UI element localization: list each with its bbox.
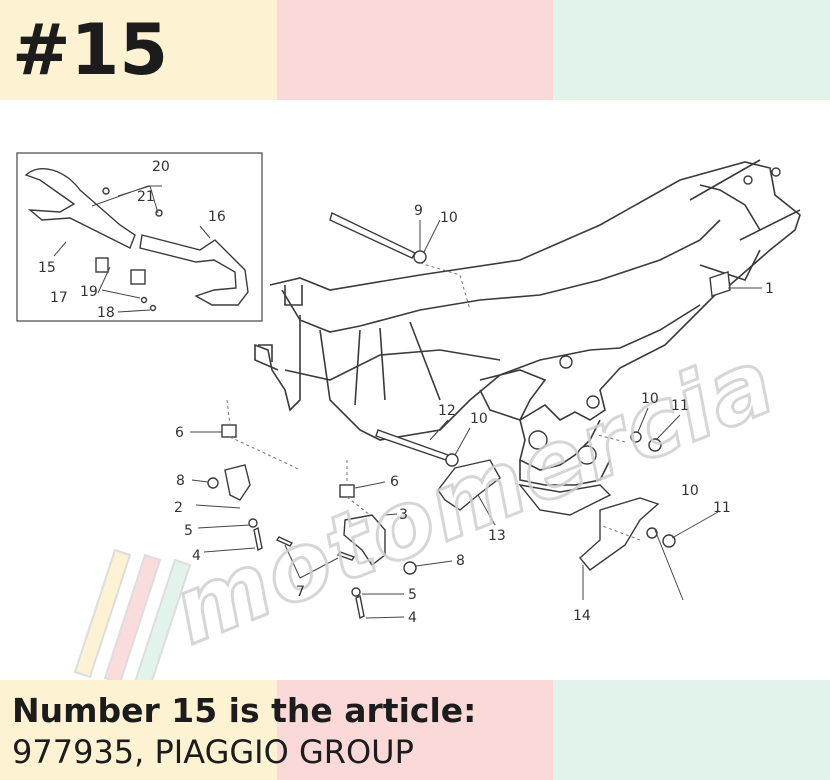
caption-article-number: 977935, PIAGGIO GROUP xyxy=(12,733,414,771)
band-pink xyxy=(277,0,553,100)
footer-color-band xyxy=(0,680,830,780)
callout-label: 4 xyxy=(192,548,201,564)
band-yellow xyxy=(0,680,277,780)
callout-labels: 1 2 3 4 4 5 5 6 6 7 8 8 9 10 10 10 10 11… xyxy=(38,159,774,626)
callout-label: 8 xyxy=(176,473,185,489)
callout-label: 17 xyxy=(50,290,68,306)
callout-label: 20 xyxy=(152,159,170,175)
part-number-heading: #15 xyxy=(12,9,169,91)
band-mint xyxy=(553,680,830,780)
band-yellow xyxy=(0,0,277,100)
caption-title: Number 15 is the article: xyxy=(12,691,477,730)
callout-label: 13 xyxy=(488,528,506,544)
exploded-frame-diagram: motomercia 1 2 3 4 4 5 5 6 6 7 8 8 9 10 … xyxy=(16,152,801,680)
callout-label: 11 xyxy=(671,398,689,414)
inset-detail-box xyxy=(16,152,263,322)
callout-label: 8 xyxy=(456,553,465,569)
callout-label: 16 xyxy=(208,209,226,225)
fasteners xyxy=(207,212,676,620)
callout-label: 10 xyxy=(681,483,699,499)
callout-label: 2 xyxy=(174,500,183,516)
callout-label: 5 xyxy=(184,523,193,539)
band-mint xyxy=(553,0,830,100)
motorcycle-frame xyxy=(224,159,801,571)
callout-label: 19 xyxy=(80,284,98,300)
callout-label: 10 xyxy=(641,391,659,407)
callout-label: 15 xyxy=(38,260,56,276)
callout-label: 21 xyxy=(137,189,155,205)
callout-label: 9 xyxy=(414,203,423,219)
callout-label: 18 xyxy=(97,305,115,321)
callout-label: 7 xyxy=(296,584,305,600)
band-pink xyxy=(277,680,553,780)
callout-label: 4 xyxy=(408,610,417,626)
callout-label: 10 xyxy=(470,411,488,427)
callout-label: 1 xyxy=(765,281,774,297)
callout-label: 5 xyxy=(408,587,417,603)
callout-leaders xyxy=(190,219,762,619)
header-color-band xyxy=(0,0,830,100)
callout-label: 12 xyxy=(438,403,456,419)
callout-label: 6 xyxy=(390,474,399,490)
callout-label: 14 xyxy=(573,608,591,624)
callout-label: 6 xyxy=(175,425,184,441)
callout-label: 10 xyxy=(440,210,458,226)
callout-label: 11 xyxy=(713,500,731,516)
callout-label: 3 xyxy=(399,507,408,523)
